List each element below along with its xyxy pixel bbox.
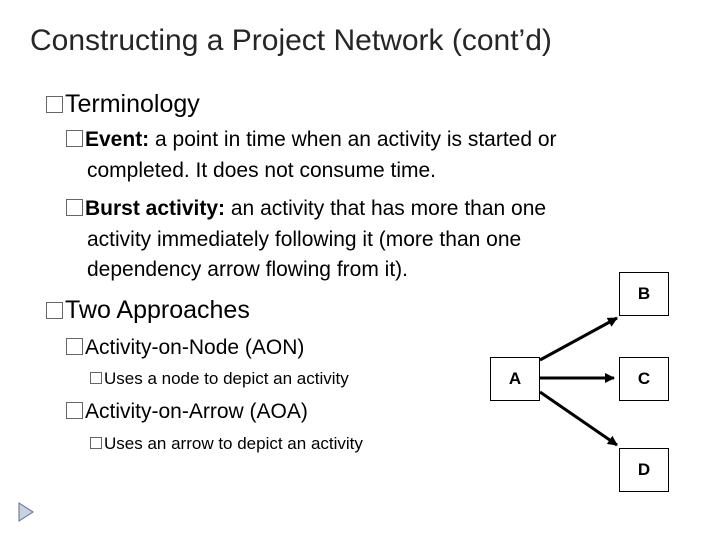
burst-definition: an activity that has more than one <box>225 197 547 220</box>
event-term: Event: <box>85 128 150 151</box>
event-definition-cont: completed. It does not consume time. <box>87 159 437 182</box>
aoa-row: Activity-on-Arrow (AOA) <box>66 400 308 424</box>
burst-term: Burst activity: <box>85 197 226 220</box>
node-c: C <box>619 357 669 401</box>
terminology-heading: Terminology <box>65 90 200 118</box>
node-b: B <box>619 272 669 316</box>
node-a: A <box>490 357 540 401</box>
aon-row: Activity-on-Node (AON) <box>66 336 304 360</box>
approaches-heading-row: Two Approaches <box>46 296 250 325</box>
approaches-heading: Two Approaches <box>65 296 250 324</box>
burst-definition-row: Burst activity: an activity that has mor… <box>66 197 546 221</box>
square-bullet-icon <box>66 402 83 419</box>
event-definition-row: Event: a point in time when an activity … <box>66 128 557 152</box>
next-slide-arrow-icon[interactable] <box>16 500 36 524</box>
square-bullet-icon <box>66 199 83 216</box>
aon-description: Uses a node to depict an activity <box>104 369 349 388</box>
aon-desc-row: Uses a node to depict an activity <box>90 369 349 389</box>
aoa-desc-row: Uses an arrow to depict an activity <box>90 434 363 454</box>
aoa-label: Activity-on-Arrow (AOA) <box>85 400 308 423</box>
square-bullet-icon <box>66 130 83 147</box>
terminology-heading-row: Terminology <box>46 90 200 119</box>
square-bullet-icon <box>46 96 63 113</box>
square-bullet-icon <box>90 372 102 384</box>
burst-definition-cont-1: activity immediately following it (more … <box>87 228 522 251</box>
burst-definition-cont-2: dependency arrow flowing from it). <box>87 258 408 281</box>
aon-label: Activity-on-Node (AON) <box>85 336 305 359</box>
arrow-a-to-b <box>539 316 618 362</box>
arrow-a-to-d <box>539 390 618 447</box>
square-bullet-icon <box>46 302 63 319</box>
aoa-description: Uses an arrow to depict an activity <box>104 434 363 453</box>
square-bullet-icon <box>66 338 83 355</box>
node-d: D <box>619 448 669 492</box>
square-bullet-icon <box>90 437 102 449</box>
slide-title: Constructing a Project Network (cont’d) <box>30 24 552 57</box>
event-definition: a point in time when an activity is star… <box>149 128 557 151</box>
